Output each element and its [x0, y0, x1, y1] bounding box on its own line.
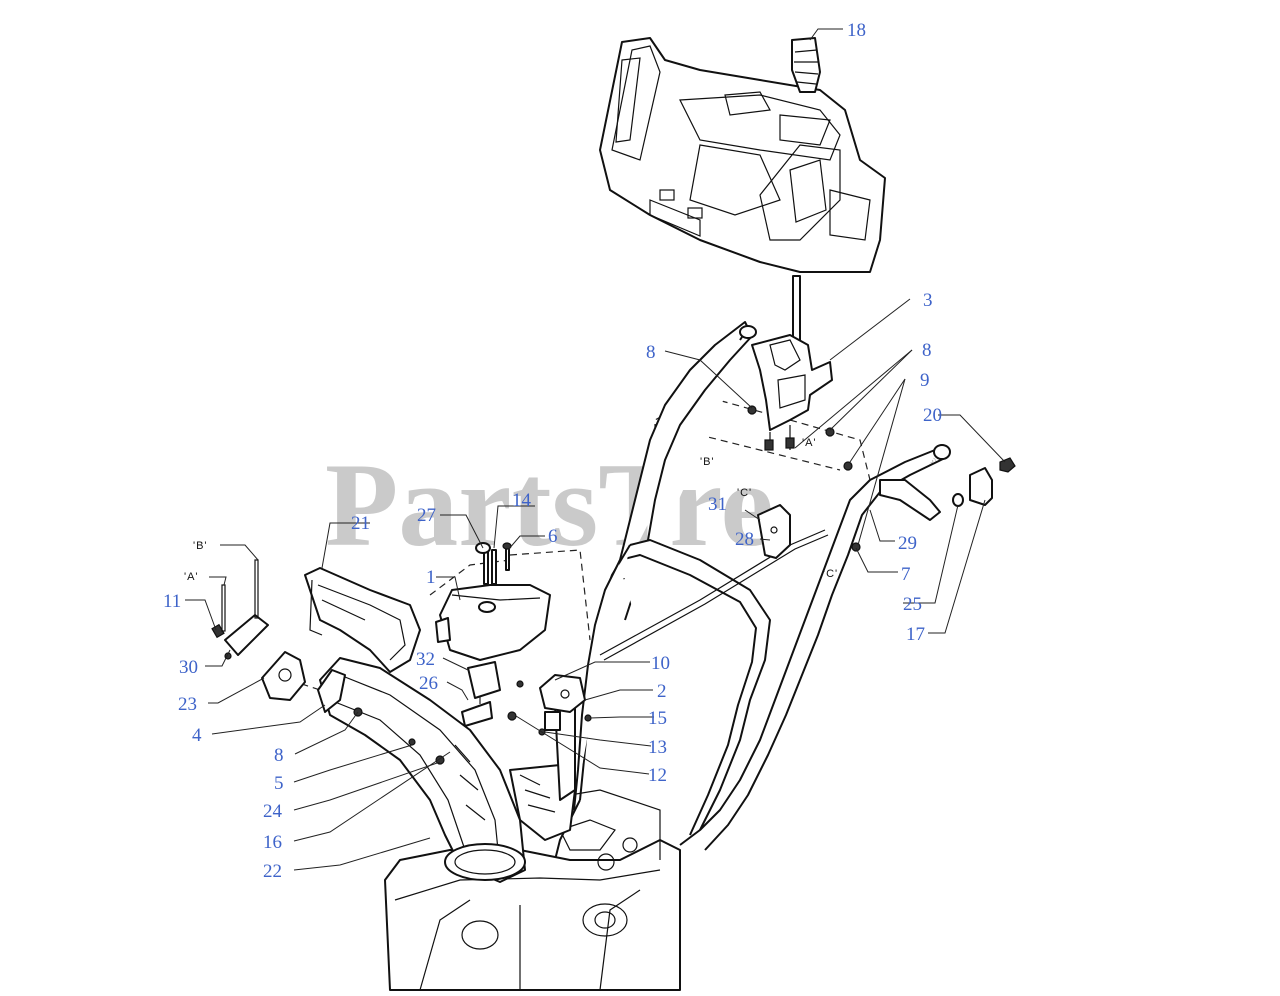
callout-24[interactable]: 24 [263, 801, 283, 822]
callout-25[interactable]: 25 [903, 594, 922, 615]
callout-27[interactable]: 27 [417, 505, 436, 526]
chute-spacer-block [461, 661, 501, 727]
callout-3[interactable]: 3 [923, 290, 933, 311]
callout-17[interactable]: 17 [906, 624, 925, 645]
callout-22[interactable]: 22 [263, 861, 282, 882]
upper-chute-deflector [304, 567, 421, 673]
callout-30[interactable]: 30 [179, 657, 198, 678]
leader-lines [185, 28, 1006, 871]
callout-18[interactable]: 18 [847, 20, 866, 41]
fasteners [224, 405, 861, 765]
ref-b-left: 'B' [193, 540, 208, 552]
handle-knob-assembly [952, 457, 1016, 507]
callout-12[interactable]: 12 [648, 765, 667, 786]
callout-5[interactable]: 5 [274, 773, 284, 794]
callout-11[interactable]: 11 [163, 591, 181, 612]
callout-31[interactable]: 31 [708, 494, 727, 515]
cable-bracket [757, 504, 791, 559]
control-panel-console [599, 37, 886, 273]
callout-7[interactable]: 7 [901, 564, 911, 585]
callout-6[interactable]: 6 [548, 526, 558, 547]
callout-20[interactable]: 20 [923, 405, 942, 426]
callout-8-upper-right[interactable]: 8 [922, 340, 932, 361]
ref-b-right: 'B' [700, 456, 715, 468]
chute-tilt-cover [435, 584, 551, 661]
watermark-text: PartsTre [325, 438, 774, 571]
watermark: PartsTre ® [325, 438, 937, 571]
chute-base-housing [384, 789, 681, 991]
control-bracket [751, 334, 833, 451]
callout-26[interactable]: 26 [419, 673, 438, 694]
ref-a-right: 'A' [802, 437, 817, 449]
callout-8-lower-left[interactable]: 8 [274, 745, 284, 766]
callout-1[interactable]: 1 [426, 567, 436, 588]
chute-motor-bracket [539, 674, 586, 731]
ref-a-left: 'A' [184, 571, 199, 583]
callout-29[interactable]: 29 [898, 533, 917, 554]
part-callouts: 18 3 8 8 9 20 31 28 29 7 25 17 14 27 6 1… [163, 20, 942, 882]
callout-32[interactable]: 32 [416, 649, 435, 670]
callout-10[interactable]: 10 [651, 653, 670, 674]
chute-crank-knob [791, 37, 821, 93]
chute-pivot-assembly [211, 559, 306, 701]
callout-15[interactable]: 15 [648, 708, 667, 729]
callout-14[interactable]: 14 [512, 490, 532, 511]
callout-4[interactable]: 4 [192, 725, 202, 746]
callout-16[interactable]: 16 [263, 832, 282, 853]
callout-8-upper-left[interactable]: 8 [646, 342, 656, 363]
chute-flange [317, 669, 346, 713]
callout-21[interactable]: 21 [351, 513, 370, 534]
ref-c-right-upper: 'C' [737, 487, 752, 499]
callout-23[interactable]: 23 [178, 694, 197, 715]
shift-rod [792, 275, 801, 347]
ref-c-right-lower: 'C' [823, 568, 838, 580]
callout-2[interactable]: 2 [657, 681, 667, 702]
reference-letters: 'A' 'B' 'C' 'C' 'B' 'A' [184, 437, 838, 583]
callout-9[interactable]: 9 [920, 370, 930, 391]
shift-cable [599, 529, 829, 661]
callout-28[interactable]: 28 [735, 529, 754, 550]
callout-13[interactable]: 13 [648, 737, 667, 758]
